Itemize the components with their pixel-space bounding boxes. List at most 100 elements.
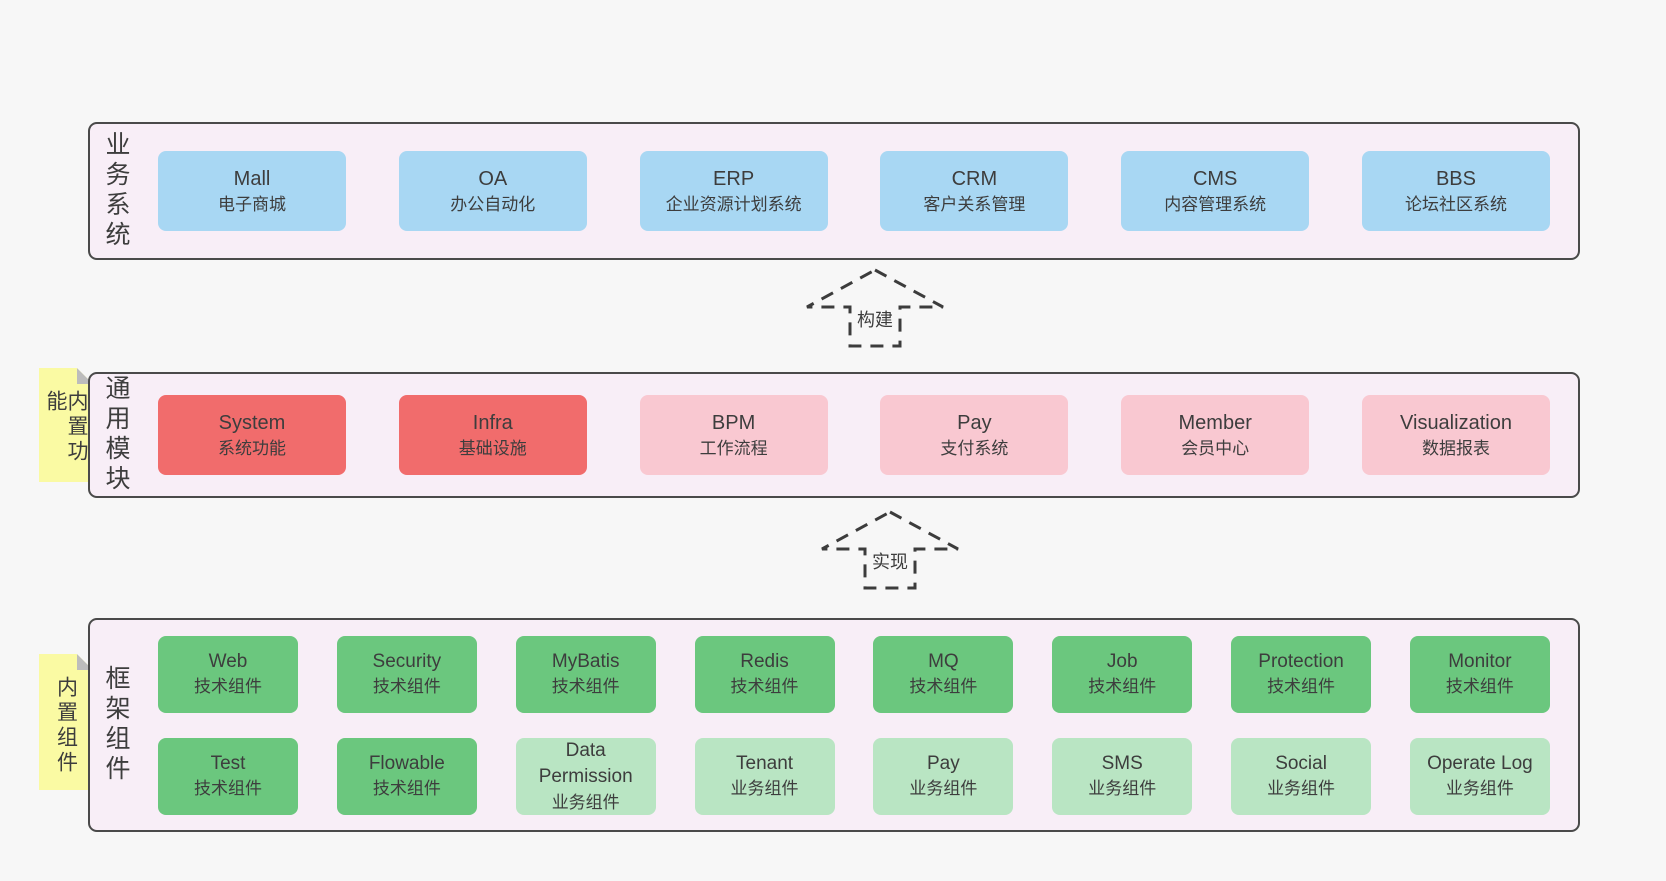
sticky-note-built-in-features: 内置功能 bbox=[39, 368, 93, 482]
box-job: Job 技术组件 bbox=[1052, 635, 1193, 713]
box-subtitle: 内容管理系统 bbox=[1164, 195, 1267, 215]
box-title: Test bbox=[210, 752, 246, 774]
box-subtitle: 技术组件 bbox=[372, 677, 441, 697]
box-title: Data Permission bbox=[538, 739, 633, 788]
section-label: 框架组件 bbox=[102, 665, 130, 785]
box-subtitle: 技术组件 bbox=[1445, 677, 1514, 697]
framework-rows: Web 技术组件 Security 技术组件 MyBatis 技术组件 Redi… bbox=[128, 635, 1578, 815]
arrow-build: 构建 bbox=[805, 268, 945, 348]
box-title: SMS bbox=[1101, 752, 1143, 774]
box-title: ERP bbox=[713, 168, 755, 191]
box-title: Job bbox=[1106, 650, 1138, 672]
arrow-label: 实现 bbox=[869, 548, 911, 574]
box-subtitle: 业务组件 bbox=[909, 779, 978, 799]
box-oa: OA 办公自动化 bbox=[398, 151, 587, 231]
box-subtitle: 技术组件 bbox=[1267, 677, 1336, 697]
module-boxes: System 系统功能 Infra 基础设施 BPM 工作流程 Pay 支付系统… bbox=[128, 395, 1578, 475]
box-title: Pay bbox=[957, 412, 992, 435]
arrow-implement: 实现 bbox=[820, 510, 960, 590]
box-title: OA bbox=[478, 168, 508, 191]
box-social: Social 业务组件 bbox=[1231, 737, 1372, 815]
box-subtitle: 技术组件 bbox=[194, 779, 262, 799]
box-title: Flowable bbox=[368, 752, 445, 774]
sticky-note-built-in-components: 内置组件 bbox=[39, 654, 93, 790]
section-label: 业务系统 bbox=[102, 131, 130, 251]
box-mall: Mall 电子商城 bbox=[158, 151, 346, 231]
box-subtitle: 数据报表 bbox=[1421, 439, 1490, 459]
box-security: Security 技术组件 bbox=[336, 635, 477, 713]
box-subtitle: 企业资源计划系统 bbox=[665, 195, 802, 215]
box-subtitle: 会员中心 bbox=[1181, 439, 1250, 459]
box-system: System 系统功能 bbox=[158, 395, 346, 475]
box-title: Pay bbox=[927, 752, 960, 774]
box-data-permission: Data Permission 业务组件 bbox=[515, 737, 656, 815]
section-business-systems: 业务系统 Mall 电子商城 OA 办公自动化 ERP 企业资源计划系统 CRM… bbox=[88, 122, 1580, 260]
box-title: Web bbox=[208, 650, 248, 672]
box-web: Web 技术组件 bbox=[158, 635, 298, 713]
arrow-label: 构建 bbox=[854, 306, 896, 332]
box-subtitle: 业务组件 bbox=[1267, 779, 1336, 799]
box-subtitle: 技术组件 bbox=[372, 779, 441, 799]
box-title: System bbox=[218, 412, 286, 435]
box-protection: Protection 技术组件 bbox=[1231, 635, 1372, 713]
box-operate-log: Operate Log 业务组件 bbox=[1409, 737, 1550, 815]
box-bbs: BBS 论坛社区系统 bbox=[1361, 151, 1550, 231]
box-title: CMS bbox=[1192, 168, 1238, 191]
box-crm: CRM 客户关系管理 bbox=[880, 151, 1069, 231]
note-text: 内置组件 bbox=[54, 676, 78, 776]
framework-row-2: Test 技术组件 Flowable 技术组件 Data Permission … bbox=[158, 737, 1550, 815]
section-label: 通用模块 bbox=[102, 375, 130, 495]
box-title: Infra bbox=[472, 412, 513, 435]
box-title: Member bbox=[1178, 412, 1252, 435]
box-title: Visualization bbox=[1400, 412, 1512, 435]
box-title: Operate Log bbox=[1427, 752, 1533, 774]
note-text: 内置功能 bbox=[44, 390, 88, 465]
box-flowable: Flowable 技术组件 bbox=[336, 737, 477, 815]
box-title: Monitor bbox=[1448, 650, 1512, 672]
box-redis: Redis 技术组件 bbox=[694, 635, 835, 713]
box-cms: CMS 内容管理系统 bbox=[1121, 151, 1310, 231]
box-title: BBS bbox=[1435, 168, 1476, 191]
box-title: CRM bbox=[951, 168, 998, 191]
box-subtitle: 客户关系管理 bbox=[923, 195, 1026, 215]
box-title: Social bbox=[1275, 752, 1327, 774]
box-title: MQ bbox=[928, 650, 959, 672]
box-title: Mall bbox=[233, 168, 271, 191]
box-test: Test 技术组件 bbox=[158, 737, 298, 815]
box-title: Security bbox=[372, 650, 442, 672]
box-subtitle: 论坛社区系统 bbox=[1404, 195, 1507, 215]
box-subtitle: 工作流程 bbox=[699, 439, 768, 459]
box-subtitle: 技术组件 bbox=[1088, 677, 1157, 697]
box-subtitle: 支付系统 bbox=[940, 439, 1009, 459]
box-pay-module: Pay 支付系统 bbox=[880, 395, 1069, 475]
box-subtitle: 基础设施 bbox=[458, 439, 527, 459]
business-boxes: Mall 电子商城 OA 办公自动化 ERP 企业资源计划系统 CRM 客户关系… bbox=[128, 151, 1578, 231]
box-subtitle: 技术组件 bbox=[194, 677, 262, 697]
box-subtitle: 办公自动化 bbox=[450, 195, 536, 215]
box-mq: MQ 技术组件 bbox=[873, 635, 1014, 713]
box-infra: Infra 基础设施 bbox=[398, 395, 587, 475]
box-sms: SMS 业务组件 bbox=[1052, 737, 1193, 815]
box-title: BPM bbox=[711, 412, 756, 435]
box-subtitle: 业务组件 bbox=[1088, 779, 1157, 799]
up-arrow-icon bbox=[821, 510, 959, 590]
box-subtitle: 技术组件 bbox=[909, 677, 978, 697]
box-tenant: Tenant 业务组件 bbox=[694, 737, 835, 815]
box-subtitle: 业务组件 bbox=[730, 779, 799, 799]
box-title: Tenant bbox=[736, 752, 794, 774]
box-title: MyBatis bbox=[551, 650, 620, 672]
section-common-modules: 通用模块 System 系统功能 Infra 基础设施 BPM 工作流程 Pay… bbox=[88, 372, 1580, 498]
box-monitor: Monitor 技术组件 bbox=[1409, 635, 1550, 713]
box-subtitle: 系统功能 bbox=[218, 439, 286, 459]
box-pay-component: Pay 业务组件 bbox=[873, 737, 1014, 815]
box-subtitle: 技术组件 bbox=[551, 677, 620, 697]
box-subtitle: 电子商城 bbox=[218, 195, 286, 215]
box-mybatis: MyBatis 技术组件 bbox=[515, 635, 656, 713]
framework-row-1: Web 技术组件 Security 技术组件 MyBatis 技术组件 Redi… bbox=[158, 635, 1550, 713]
box-member: Member 会员中心 bbox=[1121, 395, 1310, 475]
box-subtitle: 业务组件 bbox=[551, 792, 620, 812]
box-erp: ERP 企业资源计划系统 bbox=[639, 151, 828, 231]
box-subtitle: 技术组件 bbox=[730, 677, 799, 697]
box-title: Protection bbox=[1258, 650, 1344, 672]
box-bpm: BPM 工作流程 bbox=[639, 395, 828, 475]
